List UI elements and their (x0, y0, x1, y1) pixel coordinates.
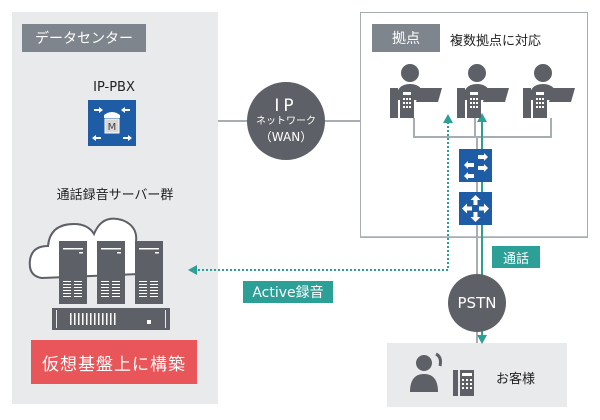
router-icon (459, 192, 492, 225)
agent-icon-1 (390, 64, 442, 118)
datacenter-panel (12, 12, 218, 404)
recording-arrow-up (443, 114, 453, 123)
server-icon-2 (97, 241, 125, 304)
recording-arrow-left (188, 265, 197, 275)
call-label: 通話 (492, 246, 540, 268)
wan-label-3: （WAN） (259, 130, 313, 144)
pbx-icon: M (88, 100, 136, 146)
active-recording-label: Active録音 (243, 281, 333, 303)
customer-person-icon (410, 352, 442, 392)
switch-icon (459, 149, 492, 182)
svg-text:M: M (108, 122, 117, 133)
customer-phone-icon (453, 370, 474, 396)
active-recording-line (196, 122, 449, 271)
wan-node: IP ネットワーク （WAN） (247, 82, 325, 160)
wan-label-2: ネットワーク (256, 116, 316, 127)
call-flow-arrow-up (477, 113, 487, 122)
call-flow-arrow-down (477, 335, 487, 344)
recording-servers-label: 通話録音サーバー群 (56, 188, 174, 203)
server-icon-3 (135, 241, 163, 304)
virtual-infra-badge: 仮想基盤上に構築 (31, 340, 197, 384)
pstn-node: PSTN (448, 274, 506, 332)
server-icon-1 (59, 241, 87, 304)
pstn-label: PSTN (457, 294, 497, 312)
pbx-label: IP-PBX (93, 80, 135, 95)
agent-icon-2 (457, 64, 509, 118)
customer-label: お客様 (496, 372, 536, 387)
wan-label-1: IP (274, 96, 298, 116)
customer-panel (387, 343, 567, 407)
agent-icon-3 (523, 64, 575, 118)
datacenter-title: データセンター (22, 24, 146, 52)
rack-server-icon (52, 308, 170, 330)
site-title: 拠点 (372, 24, 440, 52)
site-subtitle: 複数拠点に対応 (450, 34, 542, 49)
